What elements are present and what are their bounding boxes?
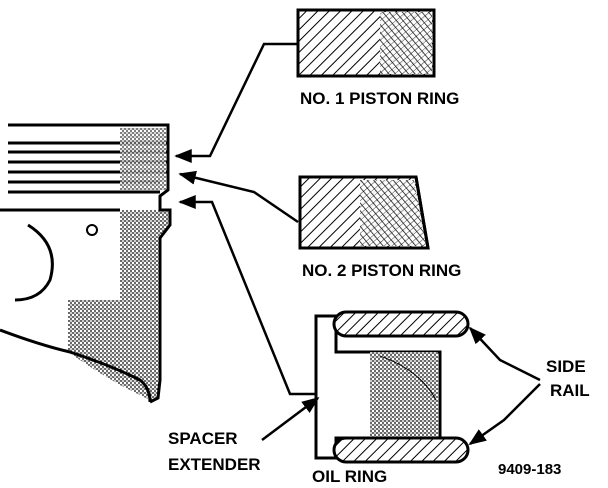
pin-hole (86, 224, 98, 236)
ring1-label: NO. 1 PISTON RING (300, 89, 459, 108)
leader-ring2 (178, 170, 299, 224)
ring-land-shading (120, 128, 166, 190)
figure-number: 9409-183 (498, 461, 561, 478)
side-rail-top (332, 310, 470, 338)
ring2-cross-section (298, 175, 430, 250)
piston-bottom-curve (0, 328, 152, 403)
oil-ring-label: OIL RING (312, 467, 387, 486)
leader-oil-ring (178, 195, 316, 396)
spacer-label-line1: SPACER (168, 429, 238, 448)
ring2-label: NO. 2 PISTON RING (302, 261, 461, 280)
piston-outline (8, 123, 172, 404)
ring1-cross-section (296, 8, 436, 78)
leader-lines (174, 42, 541, 446)
piston-skirt-shading (68, 210, 170, 400)
leader-spacer (261, 396, 320, 441)
leader-ring1 (174, 42, 298, 163)
pin-bore-arc (14, 223, 54, 302)
spacer-shading (370, 352, 438, 438)
leader-side-rail-top (468, 326, 541, 382)
spacer-label-line2: EXTENDER (168, 455, 261, 474)
side-rail-label-line2: RAIL (550, 381, 590, 400)
leader-side-rail-bottom (468, 383, 541, 446)
side-rail-label-line1: SIDE (546, 357, 586, 376)
oil-ring-assembly (314, 310, 470, 464)
piston (0, 123, 172, 404)
side-rail-bottom (332, 436, 470, 464)
